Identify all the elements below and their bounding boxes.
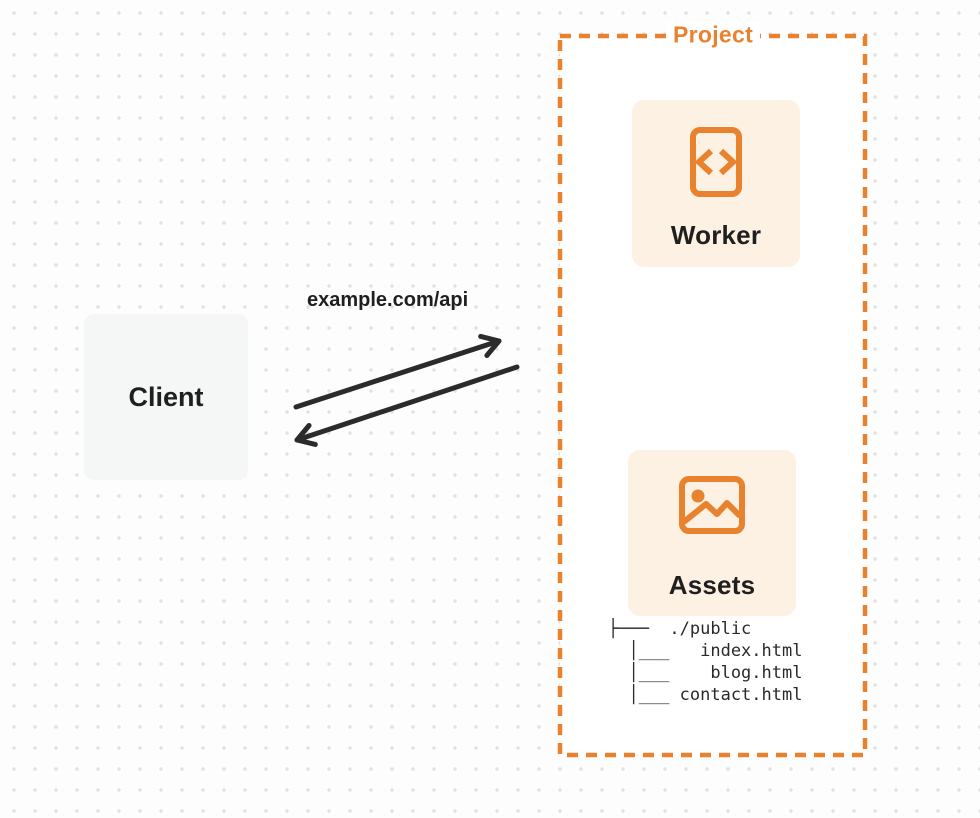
response-arrow (294, 364, 520, 447)
client-node: Client (84, 314, 248, 480)
assets-label: Assets (668, 570, 756, 600)
request-arrow (293, 333, 502, 410)
code-icon (690, 127, 742, 202)
client-label: Client (128, 381, 204, 412)
worker-label: Worker (670, 220, 762, 250)
request-url-label: example.com/api (307, 289, 469, 311)
project-label: Project (665, 21, 761, 49)
assets-node: Assets (628, 450, 796, 616)
worker-node: Worker (632, 100, 800, 267)
assets-file-tree: ├─── ./public │___ index.html │___ blog.… (608, 619, 803, 705)
image-icon (679, 476, 745, 539)
